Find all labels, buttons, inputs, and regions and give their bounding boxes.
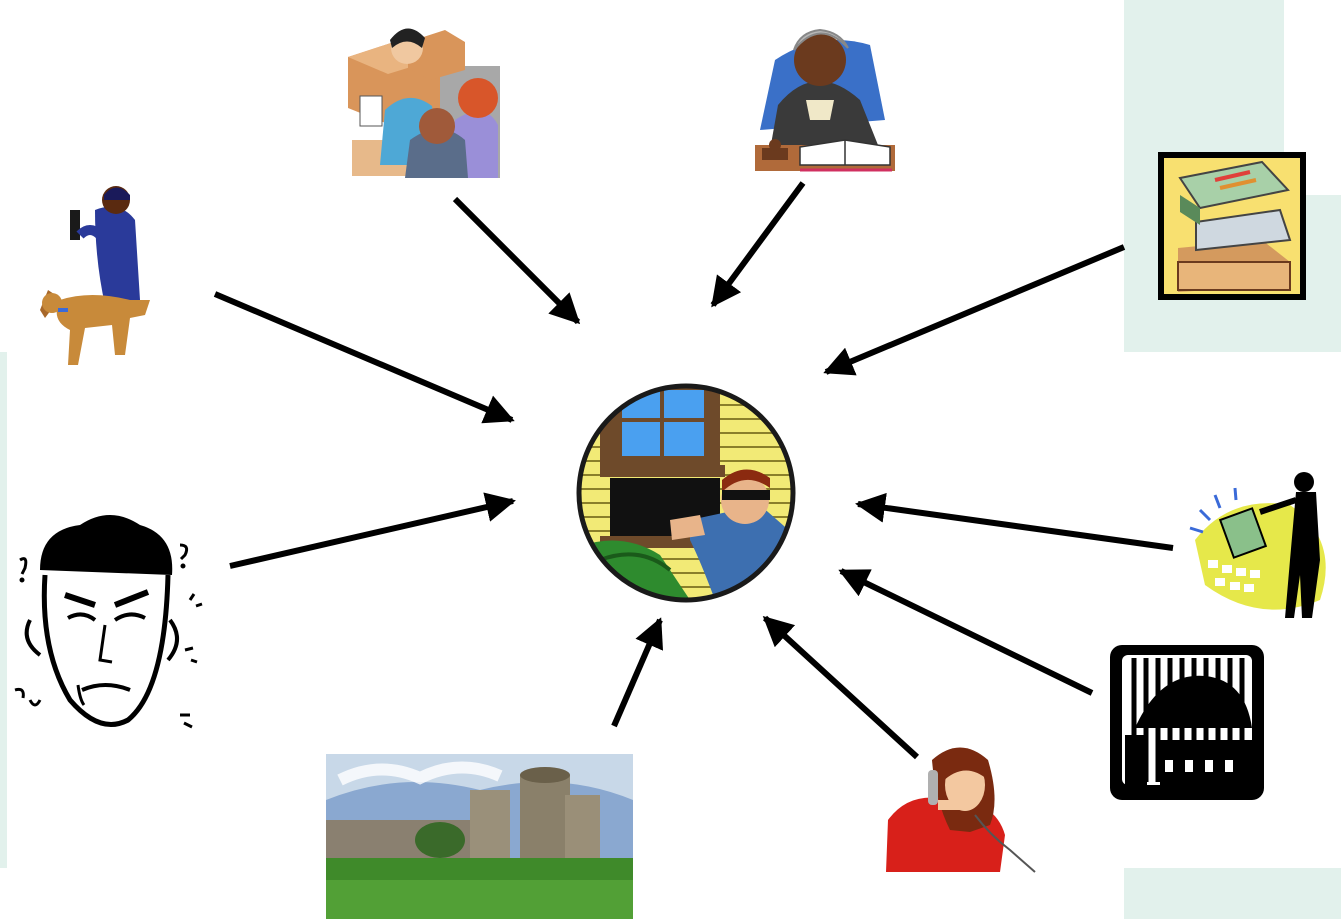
office-clerks-icon bbox=[348, 28, 500, 178]
arrow-police-to-center bbox=[213, 291, 515, 424]
arrows bbox=[213, 181, 1174, 760]
judge-icon bbox=[755, 28, 895, 172]
arrow-judge-to-center bbox=[710, 181, 806, 308]
arrow-clerks-to-center bbox=[452, 196, 581, 325]
arrow-phone-to-center bbox=[762, 615, 920, 760]
arrow-store-to-center bbox=[838, 568, 1094, 696]
background-panel-bottom-right bbox=[1124, 868, 1341, 919]
arrow-angryman-to-center bbox=[229, 492, 516, 569]
arrow-castle-to-center bbox=[611, 617, 664, 728]
background-panel-left bbox=[0, 352, 7, 868]
burglar-window-icon bbox=[576, 383, 796, 603]
storefront-icon bbox=[1110, 645, 1264, 800]
businessman-money-icon bbox=[1189, 472, 1326, 618]
arrow-money-to-center bbox=[855, 492, 1174, 551]
woman-on-phone-icon bbox=[886, 747, 1036, 873]
angry-man-icon bbox=[14, 515, 203, 729]
arrow-books-to-center bbox=[823, 244, 1126, 376]
castle-photo bbox=[326, 754, 633, 919]
police-officer-dog-icon bbox=[40, 186, 150, 365]
law-books-icon bbox=[1158, 152, 1306, 300]
